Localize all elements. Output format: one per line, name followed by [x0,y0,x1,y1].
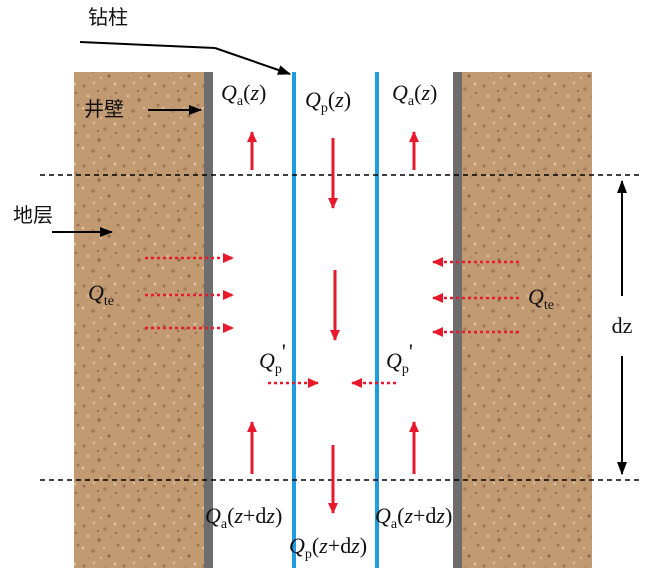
label-qa-zdz-right: Qa(z+dz) [375,503,452,532]
borehole-wall-left [204,72,213,568]
dz-label: dz [612,313,633,338]
drill-pipe-wall-right [375,72,379,568]
label-qp-prime-left: Qp' [259,339,286,377]
label-qa-z-right: Qa(z) [392,80,437,109]
label-qp-zdz: Qp(z+dz) [289,533,367,562]
label-qte-left: Qte [88,280,114,309]
flow-arrows-dotted [145,253,519,388]
drill-string-pointer [79,41,216,49]
drill-string-label: 钻柱 [88,5,128,29]
formation-label: 地层 [13,203,53,227]
drill-string-pointer-head [214,47,291,75]
label-qte-right: Qte [528,284,554,313]
label-qp-z: Qp(z) [305,87,351,116]
borehole-wall-right [453,72,462,568]
borehole-wall-label: 井壁 [84,97,124,121]
formation-left [74,72,204,568]
label-qa-z-left: Qa(z) [221,80,266,109]
label-qa-zdz-left: Qa(z+dz) [205,503,282,532]
drill-pipe-wall-left [292,72,296,568]
label-qp-prime-right: Qp' [386,339,413,377]
flow-arrows-solid [247,131,419,514]
formation-right [462,72,592,568]
